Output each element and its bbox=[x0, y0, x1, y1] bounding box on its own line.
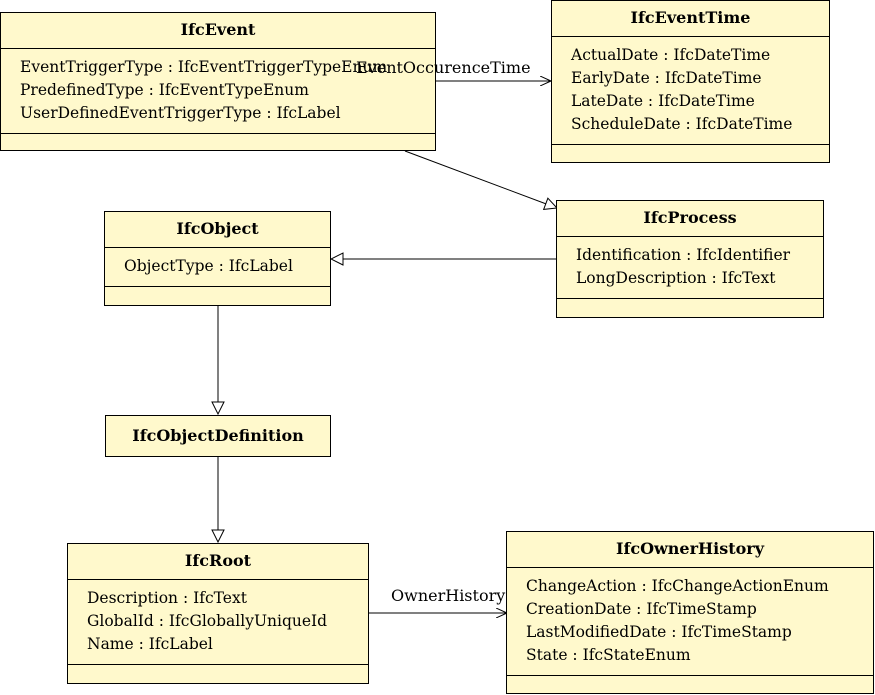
class-ifc-root[interactable]: IfcRoot Description : IfcText GlobalId :… bbox=[67, 543, 369, 684]
operation-compartment bbox=[1, 134, 435, 152]
class-ifc-object-definition[interactable]: IfcObjectDefinition bbox=[105, 415, 331, 457]
class-name: IfcEventTime bbox=[552, 1, 829, 37]
attribute-compartment: Identification : IfcIdentifier LongDescr… bbox=[557, 237, 823, 299]
label-event-occurence-time: EventOccurenceTime bbox=[356, 58, 531, 77]
attribute-compartment: EventTriggerType : IfcEventTriggerTypeEn… bbox=[1, 49, 435, 134]
class-name: IfcOwnerHistory bbox=[507, 532, 873, 568]
attribute: LastModifiedDate : IfcTimeStamp bbox=[526, 623, 792, 641]
attribute: PredefinedType : IfcEventTypeEnum bbox=[20, 81, 309, 99]
label-owner-history: OwnerHistory bbox=[391, 586, 506, 605]
attribute-compartment: ChangeAction : IfcChangeActionEnum Creat… bbox=[507, 568, 873, 676]
attribute: ChangeAction : IfcChangeActionEnum bbox=[526, 577, 829, 595]
attribute: ObjectType : IfcLabel bbox=[124, 257, 293, 275]
attribute: LongDescription : IfcText bbox=[576, 269, 776, 287]
operation-compartment bbox=[552, 145, 829, 163]
attribute: GlobalId : IfcGloballyUniqueId bbox=[87, 612, 328, 630]
class-ifc-event[interactable]: IfcEvent EventTriggerType : IfcEventTrig… bbox=[0, 12, 436, 151]
attribute: ScheduleDate : IfcDateTime bbox=[571, 115, 793, 133]
operation-compartment bbox=[557, 299, 823, 317]
class-ifc-process[interactable]: IfcProcess Identification : IfcIdentifie… bbox=[556, 200, 824, 318]
attribute: EarlyDate : IfcDateTime bbox=[571, 69, 762, 87]
attribute: Name : IfcLabel bbox=[87, 635, 213, 653]
class-name: IfcRoot bbox=[68, 544, 368, 580]
attribute-compartment: ActualDate : IfcDateTime EarlyDate : Ifc… bbox=[552, 37, 829, 145]
class-name: IfcObjectDefinition bbox=[132, 426, 304, 445]
operation-compartment bbox=[105, 287, 330, 305]
class-ifc-event-time[interactable]: IfcEventTime ActualDate : IfcDateTime Ea… bbox=[551, 0, 830, 163]
class-name: IfcObject bbox=[105, 212, 330, 248]
operation-compartment bbox=[507, 676, 873, 694]
operation-compartment bbox=[68, 665, 368, 683]
attribute-compartment: ObjectType : IfcLabel bbox=[105, 248, 330, 287]
attribute: CreationDate : IfcTimeStamp bbox=[526, 600, 757, 618]
class-ifc-object[interactable]: IfcObject ObjectType : IfcLabel bbox=[104, 211, 331, 306]
class-name: IfcProcess bbox=[557, 201, 823, 237]
attribute: UserDefinedEventTriggerType : IfcLabel bbox=[20, 104, 341, 122]
attribute: EventTriggerType : IfcEventTriggerTypeEn… bbox=[20, 58, 388, 76]
attribute: Description : IfcText bbox=[87, 589, 247, 607]
attribute: LateDate : IfcDateTime bbox=[571, 92, 755, 110]
attribute: ActualDate : IfcDateTime bbox=[571, 46, 771, 64]
class-ifc-owner-history[interactable]: IfcOwnerHistory ChangeAction : IfcChange… bbox=[506, 531, 874, 694]
attribute-compartment: Description : IfcText GlobalId : IfcGlob… bbox=[68, 580, 368, 665]
attribute: State : IfcStateEnum bbox=[526, 646, 691, 664]
class-name: IfcEvent bbox=[1, 13, 435, 49]
attribute: Identification : IfcIdentifier bbox=[576, 246, 791, 264]
generalization-event-to-process bbox=[404, 150, 557, 208]
